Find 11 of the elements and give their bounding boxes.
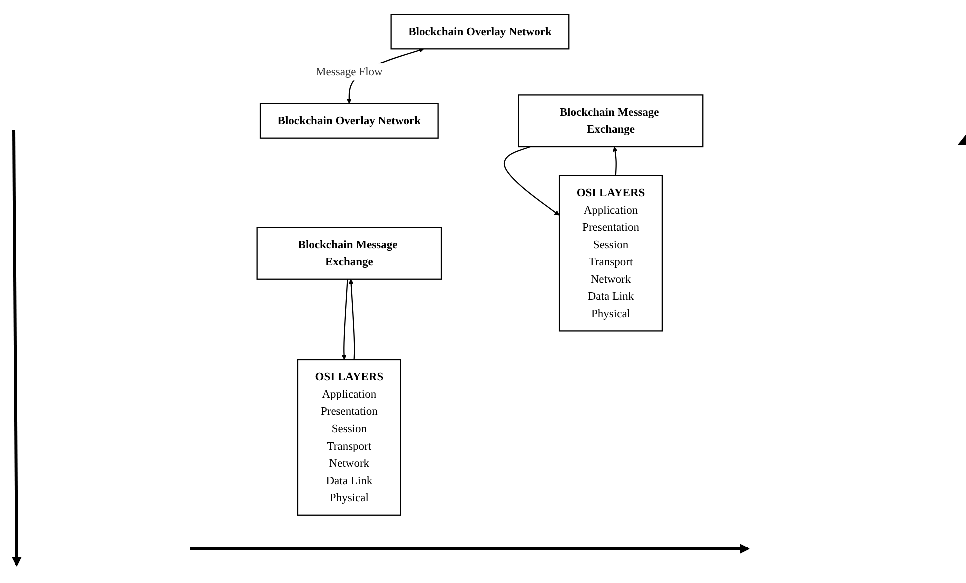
node-box bbox=[256, 227, 442, 280]
node-box bbox=[260, 103, 439, 139]
node-box bbox=[558, 175, 663, 332]
node-box bbox=[518, 94, 704, 148]
arrow bbox=[504, 146, 560, 216]
arrow bbox=[342, 279, 348, 360]
arrow bbox=[612, 146, 618, 176]
node-box bbox=[390, 14, 570, 50]
node-box bbox=[297, 359, 402, 516]
diagram: Message Flow Blockchain Overlay Network Blockchain Overlay Network Blockchain Message Exchange Blockchain Message Exchange OSI LAYERS Application Presentation Session Transport Network Data Link Physical OSI LAYERS Application Presentation Session Transport Network Data Link Physical bbox=[84, 10, 876, 520]
arrow bbox=[348, 279, 356, 360]
